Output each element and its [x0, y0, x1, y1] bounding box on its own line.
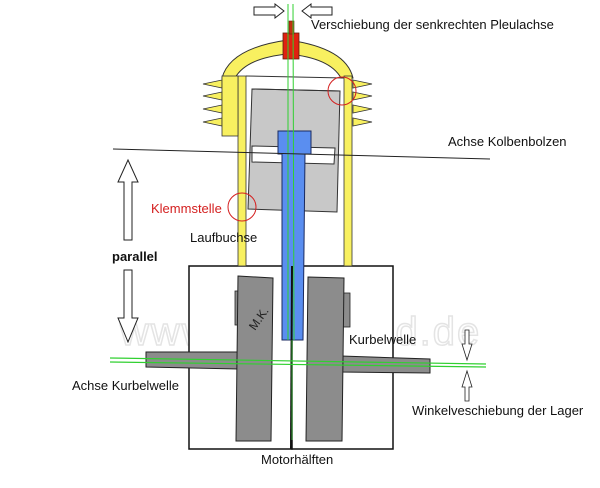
spark-plug-tip	[288, 20, 295, 35]
crankshaft-label: Kurbelwelle	[349, 332, 416, 347]
clamp-point-label: Klemmstelle	[151, 201, 222, 216]
clamp-circle-left	[227, 192, 257, 222]
bearing-arrow-down-icon	[461, 329, 473, 362]
liner-wall-right	[343, 75, 353, 267]
cooling-fins-left	[202, 79, 223, 127]
combustion-chamber-top	[245, 75, 345, 79]
parallel-arrow-down-icon	[117, 269, 139, 344]
crank-web-left	[235, 275, 274, 442]
liner-wall-left	[237, 75, 247, 267]
clamp-circle-top	[327, 76, 357, 106]
crankshaft-axis-line-2	[109, 361, 487, 368]
engine-halves-label: Motorhälften	[261, 452, 333, 467]
crankshaft-axis-label: Achse Kurbelwelle	[72, 378, 179, 393]
crankshaft-axis-line-1	[109, 357, 487, 365]
liner-label: Laufbuchse	[190, 230, 257, 245]
arrow-right-icon	[253, 2, 285, 20]
crankshaft-stub-right	[340, 355, 431, 374]
parallel-label: parallel	[112, 249, 158, 264]
cooling-fins-right	[352, 79, 373, 127]
connecting-rod	[277, 130, 312, 341]
parallel-arrow-up-icon	[117, 158, 139, 241]
cylinder-wall-left	[221, 75, 239, 137]
bearing-shift-label: Winkelveschiebung der Lager	[412, 403, 584, 418]
arrow-left-icon	[301, 2, 333, 20]
conrod-axis-line-2	[292, 3, 295, 341]
cylinder-head	[221, 39, 354, 79]
crank-web-right	[305, 276, 345, 442]
top-shift-label: Verschiebung der senkrechten Pleulachse	[311, 17, 554, 32]
crankshaft-stub-left	[145, 351, 239, 370]
bearing-arrow-up-icon	[461, 369, 473, 402]
piston-pin-axis-line	[112, 148, 491, 160]
spark-plug	[282, 32, 300, 60]
piston-pin-axis-label: Achse Kolbenbolzen	[448, 134, 567, 149]
